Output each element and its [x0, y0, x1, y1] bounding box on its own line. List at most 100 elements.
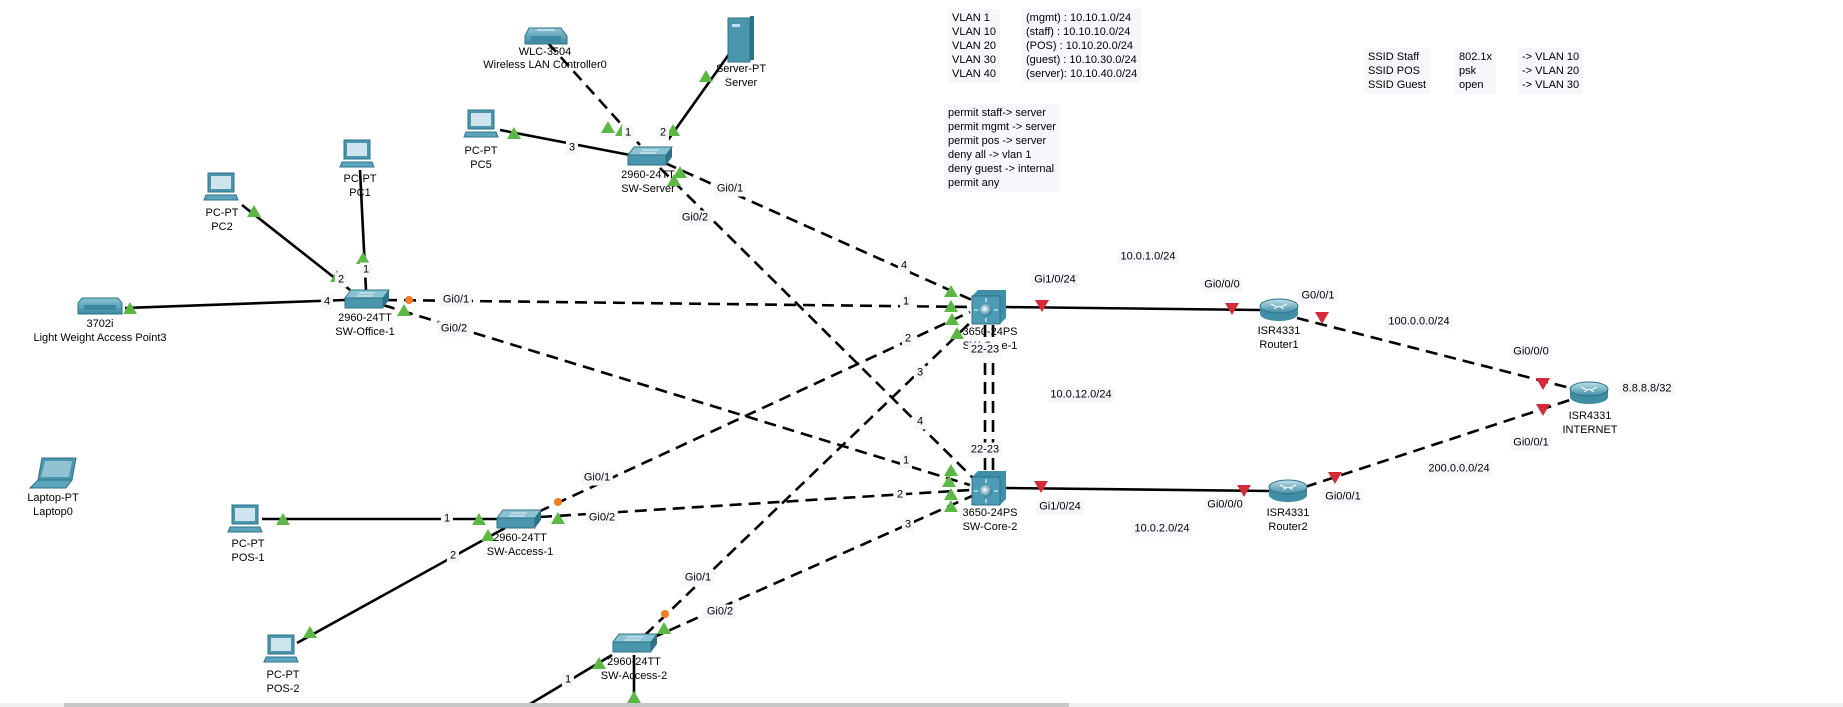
port-label: 2 [901, 331, 915, 347]
pc2-model-label: PC-PT [205, 207, 239, 219]
vlan-names-note[interactable]: VLAN 1 VLAN 10 VLAN 20 VLAN 30 VLAN 40 [948, 9, 1001, 83]
network-label: 200.0.0.0/24 [1425, 461, 1493, 477]
network-label: 8.8.8.8/32 [1619, 381, 1675, 397]
port-label: Gi0/2 [437, 321, 471, 337]
link-ap-swoffice[interactable] [124, 298, 346, 310]
link-up-triangle [592, 657, 606, 669]
blocking-dot [554, 498, 562, 506]
link-up-markers [123, 70, 964, 703]
port-label: Gi0/0/1 [1510, 435, 1552, 451]
port-label: 1 [359, 262, 373, 278]
port-label: Gi0/2 [678, 210, 712, 226]
link-server-swserver[interactable] [666, 49, 734, 141]
swserver-name-label: SW-Server [621, 183, 675, 195]
server-name-label: Server [724, 77, 758, 89]
router2-name-label: Router2 [1268, 521, 1308, 533]
wlc-icon[interactable] [524, 27, 568, 45]
pos2-icon[interactable] [263, 634, 299, 663]
pos1-icon[interactable] [227, 504, 263, 533]
internet-router-icon[interactable] [1569, 381, 1609, 404]
port-label: Gi1/0/24 [1031, 272, 1079, 288]
ssid-security-note[interactable]: 802.1x psk open [1455, 48, 1497, 94]
link-swserver-core1[interactable] [664, 161, 973, 302]
core1-model-label: 3650-24PS [962, 326, 1018, 338]
port-label: Gi0/1 [681, 570, 715, 586]
sw-access1-icon[interactable] [496, 509, 542, 529]
link-up-triangle [247, 205, 261, 217]
link-swoffice-core2[interactable] [382, 303, 971, 487]
vlan-name: VLAN 10 [952, 26, 997, 38]
link-down-triangle [1237, 485, 1251, 497]
core1-icon[interactable] [971, 290, 1006, 325]
port-label: G0/0/1 [1298, 288, 1338, 304]
link-up-triangle [472, 513, 486, 525]
acl-rule: permit staff-> server [948, 107, 1046, 119]
link-up-triangle [551, 512, 565, 524]
network-label: 10.0.1.0/24 [1117, 249, 1179, 265]
access-point-icon[interactable] [77, 297, 123, 315]
sw-office1-icon[interactable] [344, 289, 390, 309]
internet-name-label: INTERNET [1562, 424, 1618, 436]
port-label: Gi0/2 [703, 604, 737, 620]
ssid-vlan-note[interactable]: -> VLAN 10 -> VLAN 20 -> VLAN 30 [1518, 48, 1584, 94]
link-core2-router2[interactable] [1004, 486, 1271, 493]
link-up-triangle [481, 529, 495, 541]
pos1-name-label: POS-1 [231, 552, 265, 564]
router2-icon[interactable] [1268, 479, 1308, 502]
link-up-triangle [944, 500, 958, 512]
router1-icon[interactable] [1259, 298, 1299, 321]
network-label: 10.0.2.0/24 [1131, 521, 1193, 537]
swaccess2-name-label: SW-Access-2 [600, 670, 668, 682]
wlc-model-label: WLC-3504 [518, 46, 572, 58]
vlan-name: VLAN 1 [952, 12, 990, 24]
link-swaccess2-core2[interactable] [651, 494, 973, 640]
pc5-icon[interactable] [463, 109, 499, 138]
acl-rule: deny all -> vlan 1 [948, 149, 1032, 161]
pc2-icon[interactable] [203, 172, 239, 201]
link-up-triangle [507, 127, 521, 139]
core2-icon[interactable] [971, 471, 1006, 506]
link-router1-internet[interactable] [1296, 316, 1571, 390]
sw-server-icon[interactable] [627, 146, 673, 166]
link-up-triangle [945, 313, 959, 325]
link-pos2-swaccess1[interactable] [296, 526, 506, 645]
horizontal-scrollbar-thumb[interactable] [64, 703, 1069, 707]
link-pc5-swserver[interactable] [499, 128, 631, 157]
laptop-icon[interactable] [28, 457, 77, 489]
blocking-dot [661, 610, 669, 618]
internet-model-label: ISR4331 [1568, 410, 1612, 422]
vlan-subnets-note[interactable]: (mgmt) : 10.10.1.0/24 (staff) : 10.10.10… [1022, 9, 1142, 83]
wlc-name-label: Wireless LAN Controller0 [483, 59, 607, 71]
port-label: Gi0/0/0 [1201, 277, 1243, 293]
link-blocking-markers [405, 296, 669, 618]
link-swoffice-core1[interactable] [384, 298, 971, 309]
router-icons [1259, 298, 1609, 502]
swaccess1-name-label: SW-Access-1 [486, 546, 554, 558]
router1-name-label: Router1 [1259, 339, 1299, 351]
port-label: Gi0/2 [585, 510, 619, 526]
sw-access2-icon[interactable] [612, 633, 658, 653]
link-core1-router1[interactable] [1004, 305, 1261, 312]
port-label: 2 [893, 487, 907, 503]
link-router2-internet[interactable] [1304, 398, 1571, 489]
link-up-triangle [944, 464, 958, 476]
pc1-icon[interactable] [339, 139, 375, 168]
link-down-triangle [1536, 378, 1550, 390]
acl-note[interactable]: permit staff-> server permit mgmt -> ser… [944, 104, 1060, 192]
link-pc2-swoffice[interactable] [241, 203, 351, 292]
ssid-vlan: -> VLAN 30 [1522, 79, 1580, 91]
laptop-model-label: Laptop-PT [27, 492, 79, 504]
link-up-triangle [627, 691, 641, 703]
acl-rule: permit mgmt -> server [948, 121, 1056, 133]
pc1-model-label: PC-PT [343, 173, 377, 185]
vlan-name: VLAN 40 [952, 68, 997, 80]
ssid-names-note[interactable]: SSID Staff SSID POS SSID Guest [1364, 48, 1431, 94]
ssid-name: SSID POS [1368, 65, 1420, 77]
laptop-name-label: Laptop0 [33, 506, 73, 518]
horizontal-scrollbar[interactable] [0, 703, 1843, 707]
server-icon[interactable] [727, 16, 754, 63]
link-swaccess1-core2[interactable] [539, 488, 971, 519]
vlan-name: VLAN 30 [952, 54, 997, 66]
network-label: 10.0.12.0/24 [1047, 387, 1115, 403]
